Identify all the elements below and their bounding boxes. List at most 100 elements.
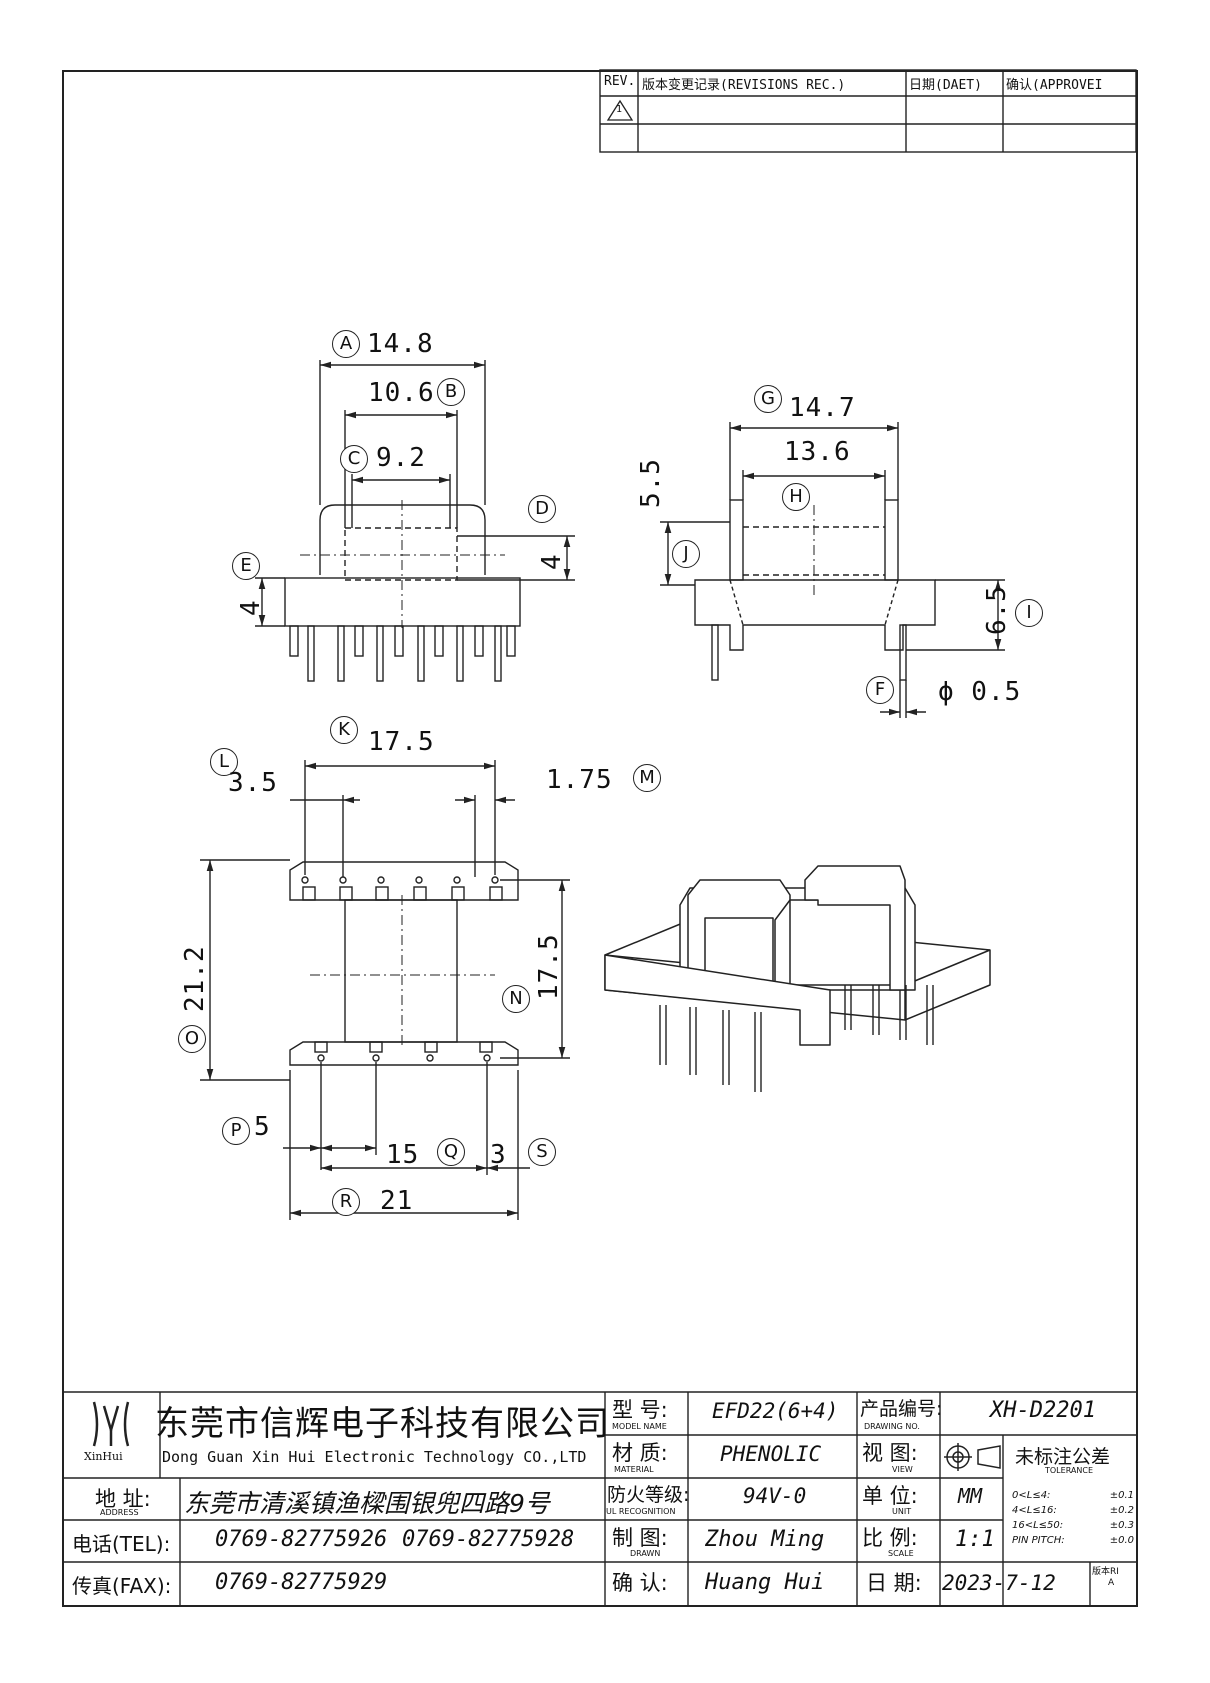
version-label: 版本RI bbox=[1092, 1567, 1119, 1577]
approve-header: 确认(APPROVEI bbox=[1006, 78, 1103, 93]
dim-q-value: 15 bbox=[386, 1140, 420, 1170]
scale-value: 1:1 bbox=[955, 1527, 995, 1552]
dim-b-marker: B bbox=[437, 378, 465, 406]
rev-mark: 1 bbox=[616, 104, 623, 115]
dim-a-marker: A bbox=[332, 330, 360, 358]
tolerance-value: ±0.2 bbox=[1109, 1505, 1134, 1516]
dim-c-marker: C bbox=[340, 445, 368, 473]
tel-1: 0769-82775926 bbox=[215, 1527, 388, 1552]
dim-o-value: 21.2 bbox=[180, 945, 210, 1012]
address-label: 地 址: bbox=[95, 1487, 151, 1511]
scale-label: 比 例: bbox=[862, 1526, 918, 1550]
flame-value: 94V-0 bbox=[743, 1484, 807, 1508]
drawing-no-label: 产品编号: bbox=[860, 1398, 943, 1420]
dim-i-marker: I bbox=[1015, 599, 1043, 627]
dim-m-value: 1.75 bbox=[546, 765, 613, 795]
tel-2: 0769-82775928 bbox=[402, 1527, 575, 1552]
xinhui-logo bbox=[92, 1401, 130, 1447]
tolerance-row: 0<L≤4: ±0.1 bbox=[1012, 1490, 1134, 1505]
dim-e-marker: E bbox=[232, 552, 260, 580]
drawn-value: Zhou Ming bbox=[705, 1527, 825, 1552]
tolerance-row: 4<L≤16: ±0.2 bbox=[1012, 1505, 1134, 1520]
tolerance-row: 16<L≤50: ±0.3 bbox=[1012, 1520, 1134, 1535]
tolerance-range: 16<L≤50: bbox=[1012, 1520, 1064, 1531]
drawn-label: 制 图: bbox=[612, 1526, 668, 1550]
dim-j-marker: J bbox=[672, 540, 700, 568]
tolerance-value: ±0.3 bbox=[1109, 1520, 1134, 1531]
dim-e-value: 4 bbox=[236, 599, 266, 616]
logo-text: XinHui bbox=[84, 1450, 123, 1463]
dim-h-marker: H bbox=[782, 483, 810, 511]
tolerance-range: 0<L≤4: bbox=[1012, 1490, 1051, 1501]
confirm-value: Huang Hui bbox=[705, 1570, 825, 1595]
dim-h-value: 13.6 bbox=[784, 437, 851, 467]
material-label-en: MATERIAL bbox=[614, 1465, 654, 1474]
dim-j-value: 5.5 bbox=[636, 458, 666, 508]
dim-n-marker: N bbox=[502, 985, 530, 1013]
date-value: 2023-7-12 bbox=[942, 1571, 1056, 1595]
dim-k-value: 17.5 bbox=[368, 727, 435, 757]
dim-i-value: 6.5 bbox=[982, 585, 1012, 635]
fax-value: 0769-82775929 bbox=[215, 1570, 388, 1595]
technical-drawing bbox=[200, 360, 1005, 1220]
revisions-header: 版本变更记录(REVISIONS REC.) bbox=[642, 78, 846, 93]
dim-f-value: ϕ 0.5 bbox=[938, 677, 1022, 707]
drawing-no-label-en: DRAWING NO. bbox=[864, 1422, 920, 1431]
flame-label-en: UL RECOGNITION bbox=[606, 1507, 676, 1516]
dim-o-marker: O bbox=[178, 1025, 206, 1053]
dim-l-marker: L bbox=[210, 748, 238, 776]
tolerance-range: 4<L≤16: bbox=[1012, 1505, 1057, 1516]
material-value: PHENOLIC bbox=[720, 1442, 822, 1466]
tel-label: 电话(TEL): bbox=[72, 1532, 171, 1556]
dim-l-value: 3.5 bbox=[228, 768, 278, 798]
tolerance-title: 未标注公差 bbox=[1015, 1446, 1111, 1468]
dim-d-value: 4 bbox=[537, 553, 567, 570]
unit-label-en: UNIT bbox=[892, 1507, 912, 1516]
dim-p-marker: P bbox=[222, 1117, 250, 1145]
dim-r-value: 21 bbox=[380, 1186, 414, 1216]
dim-k-marker: K bbox=[330, 716, 358, 744]
confirm-label: 确 认: bbox=[612, 1571, 668, 1595]
revision-table bbox=[599, 69, 1137, 153]
view-label-en: VIEW bbox=[892, 1465, 913, 1474]
address-value: 东莞市清溪镇渔樑围银兜四路9号 bbox=[184, 1489, 550, 1518]
revision-triangle-icon bbox=[606, 99, 634, 121]
dim-n-value: 17.5 bbox=[534, 933, 564, 1000]
dim-s-marker: S bbox=[528, 1138, 556, 1166]
date-label: 日 期: bbox=[866, 1571, 922, 1595]
bottom-view bbox=[200, 760, 570, 1220]
material-label: 材 质: bbox=[612, 1441, 668, 1465]
version-value: A bbox=[1108, 1578, 1115, 1588]
dim-m-marker: M bbox=[633, 764, 661, 792]
projection-symbol-icon bbox=[944, 1443, 1001, 1471]
tolerance-list: 0<L≤4: ±0.1 4<L≤16: ±0.2 16<L≤50: ±0.3 P… bbox=[1012, 1490, 1134, 1550]
dim-d-marker: D bbox=[528, 495, 556, 523]
date-header: 日期(DAET) bbox=[909, 78, 982, 93]
dim-s-value: 3 bbox=[490, 1140, 507, 1170]
unit-value: MM bbox=[958, 1484, 983, 1508]
model-value: EFD22(6+4) bbox=[712, 1399, 839, 1423]
tolerance-row: PIN PITCH: ±0.0 bbox=[1012, 1535, 1134, 1550]
company-name-cn: 东莞市信辉电子科技有限公司 bbox=[155, 1404, 610, 1444]
dim-q-marker: Q bbox=[437, 1138, 465, 1166]
dim-b-value: 10.6 bbox=[368, 378, 435, 408]
front-view bbox=[255, 360, 575, 682]
dim-r-marker: R bbox=[332, 1188, 360, 1216]
dim-c-value: 9.2 bbox=[376, 443, 426, 473]
drawn-label-en: DRAWN bbox=[630, 1549, 661, 1558]
company-name-en: Dong Guan Xin Hui Electronic Technology … bbox=[162, 1448, 587, 1466]
dim-g-marker: G bbox=[754, 385, 782, 413]
unit-label: 单 位: bbox=[862, 1484, 918, 1508]
isometric-view bbox=[604, 865, 991, 1092]
model-label: 型 号: bbox=[612, 1398, 668, 1422]
side-view bbox=[660, 422, 1005, 718]
drawing-no-value: XH-D2201 bbox=[990, 1398, 1096, 1423]
tolerance-value: ±0.0 bbox=[1109, 1535, 1134, 1546]
tolerance-title-en: TOLERANCE bbox=[1045, 1466, 1094, 1475]
view-label: 视 图: bbox=[862, 1441, 918, 1465]
dim-f-marker: F bbox=[866, 676, 894, 704]
flame-label: 防火等级: bbox=[607, 1484, 690, 1506]
tolerance-range: PIN PITCH: bbox=[1012, 1535, 1065, 1546]
model-label-en: MODEL NAME bbox=[612, 1422, 667, 1431]
dim-a-value: 14.8 bbox=[367, 329, 434, 359]
